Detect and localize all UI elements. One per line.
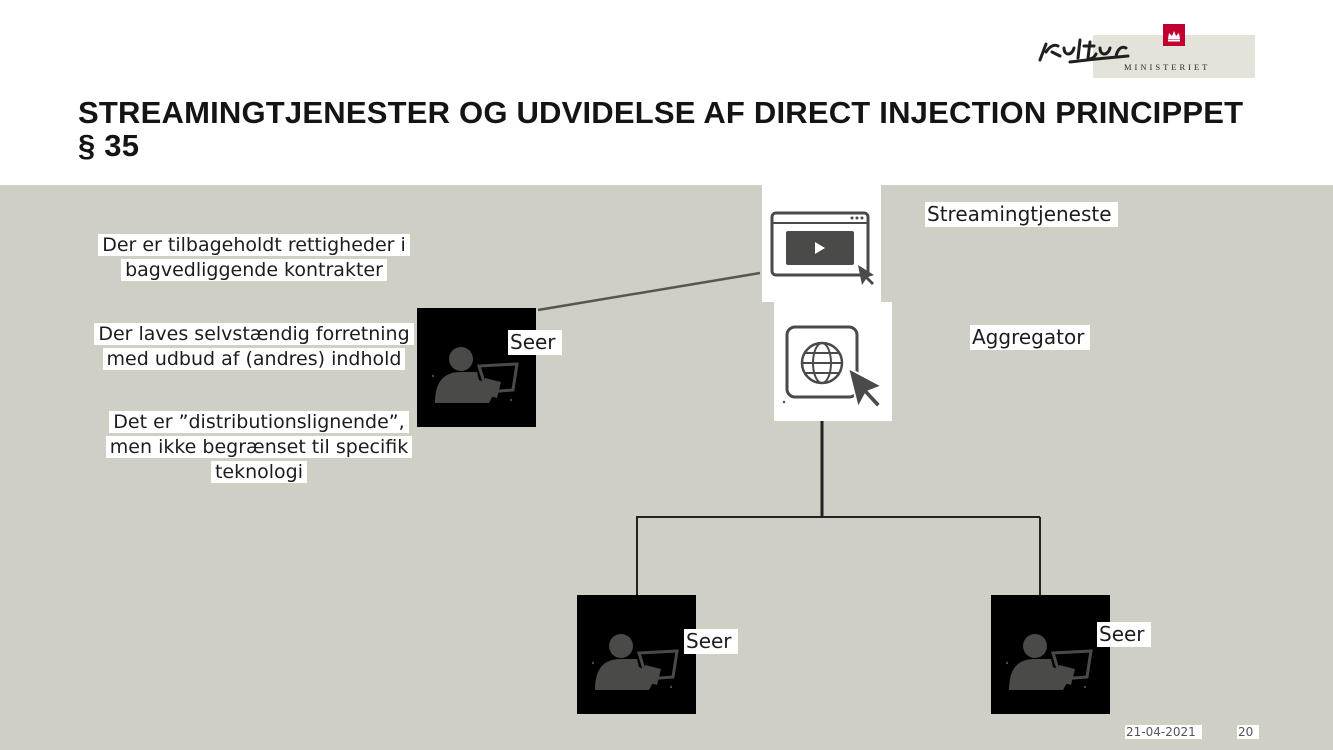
bullet-text-3: Det er ”distributionslignende”, men ikke… <box>88 410 430 485</box>
aggregator-node <box>774 302 892 421</box>
video-player-icon <box>770 211 874 285</box>
page-title: STREAMINGTJENESTER OG UDVIDELSE AF DIREC… <box>78 96 1278 162</box>
viewer-label-top: Seer <box>508 330 562 355</box>
aggregator-label: Aggregator <box>970 325 1091 350</box>
title-line-1: STREAMINGTJENESTER OG UDVIDELSE AF DIREC… <box>78 95 1244 130</box>
bullet-text-1: Der er tilbageholdt rettigheder i bagved… <box>86 233 422 283</box>
footer-date: 21-04-2021 <box>1125 725 1202 739</box>
streaming-service-node <box>762 185 881 302</box>
viewer-label-bottom-left: Seer <box>684 629 738 654</box>
kulturministeriet-logo <box>1038 38 1130 64</box>
crown-icon <box>1163 24 1185 46</box>
viewer-node-bottom-left <box>577 595 696 714</box>
streaming-service-label: Streamingtjeneste <box>925 202 1118 227</box>
title-line-2: § 35 <box>78 128 140 163</box>
person-tablet-icon <box>1005 634 1093 690</box>
viewer-label-bottom-right: Seer <box>1097 622 1151 647</box>
viewer-node-top <box>417 308 536 427</box>
viewer-node-bottom-right <box>991 595 1110 714</box>
globe-cursor-icon <box>782 325 885 411</box>
person-tablet-icon <box>431 347 519 403</box>
page-number: 20 <box>1237 725 1260 739</box>
person-tablet-icon <box>591 634 679 690</box>
bullet-text-2: Der laves selvstændig forretning med udb… <box>84 322 424 372</box>
logo-wordmark: MINISTERIET <box>1124 62 1211 72</box>
